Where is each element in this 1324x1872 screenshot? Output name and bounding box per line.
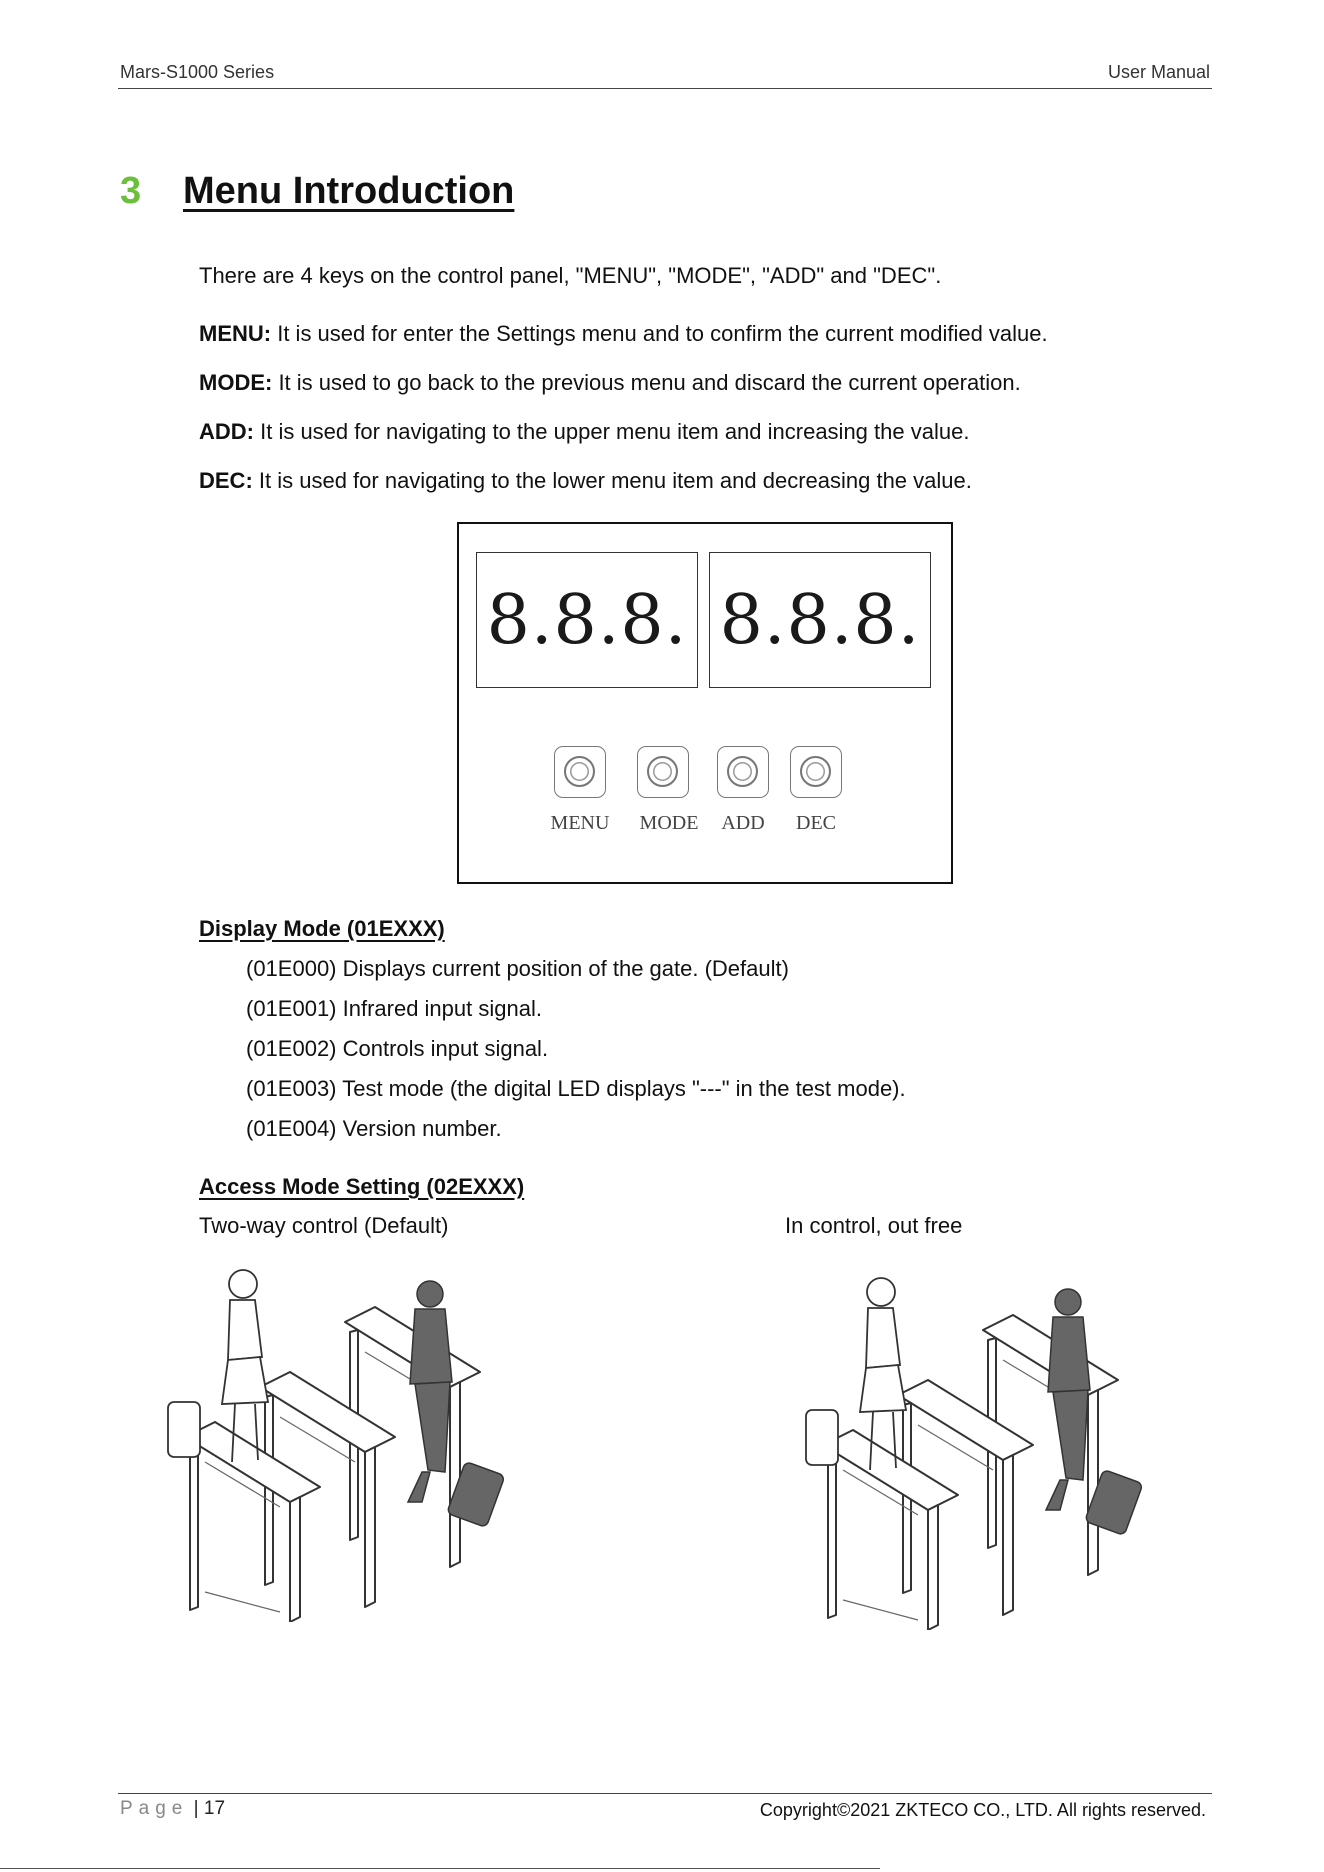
intro-text: There are 4 keys on the control panel, "…: [199, 263, 942, 288]
page-number: | 17: [193, 1798, 226, 1819]
key-name: ADD:: [199, 419, 254, 444]
page-bottom-rule: [0, 1868, 880, 1869]
header-rule: [118, 88, 1212, 89]
menu-key-icon: [554, 746, 606, 798]
mode-key-label: MODE: [639, 812, 699, 834]
key-desc: It is used for navigating to the lower m…: [252, 468, 972, 493]
key-desc-dec: DEC: It is used for navigating to the lo…: [199, 467, 972, 495]
menu-key-label: MENU: [550, 812, 610, 834]
key-name: MENU:: [199, 321, 272, 346]
led-display-right: 8.8.8.: [709, 552, 931, 688]
access-mode-heading: Access Mode Setting (02EXXX): [199, 1174, 525, 1199]
key-desc: It is used for enter the Settings menu a…: [271, 321, 1048, 346]
in-control-caption: In control, out free: [785, 1213, 963, 1238]
two-way-caption: Two-way control (Default): [199, 1213, 449, 1238]
key-name: MODE:: [199, 370, 273, 395]
dec-key-icon: [790, 746, 842, 798]
footer-rule: [118, 1793, 1212, 1794]
in-control-out-free-gate-illustration: [805, 1277, 1143, 1630]
add-key-label: ADD: [721, 812, 765, 834]
page-label: Page: [120, 1798, 189, 1819]
key-desc-mode: MODE: It is used to go back to the previ…: [199, 369, 1021, 397]
key-desc-add: ADD: It is used for navigating to the up…: [199, 418, 969, 446]
header-doc-type: User Manual: [1107, 62, 1210, 82]
section-title: Menu Introduction: [183, 170, 515, 212]
page-indicator: Page | 17: [120, 1798, 225, 1820]
display-mode-item: (01E002) Controls input signal.: [246, 1036, 549, 1061]
dec-key-label: DEC: [796, 812, 836, 834]
control-panel-illustration: 8.8.8. 8.8.8. MENU MODE ADD DEC: [457, 522, 953, 884]
copyright: Copyright©2021 ZKTECO CO., LTD. All righ…: [759, 1800, 1206, 1820]
section-number: 3: [120, 170, 142, 212]
key-desc-menu: MENU: It is used for enter the Settings …: [199, 320, 1048, 348]
key-desc: It is used to go back to the previous me…: [272, 370, 1021, 395]
two-way-gate-illustration: [167, 1269, 505, 1622]
display-mode-item: (01E000) Displays current position of th…: [246, 956, 789, 981]
led-display-left: 8.8.8.: [476, 552, 698, 688]
key-name: DEC:: [199, 468, 253, 493]
display-mode-item: (01E001) Infrared input signal.: [246, 996, 542, 1021]
header-series: Mars-S1000 Series: [120, 62, 275, 82]
display-mode-item: (01E003) Test mode (the digital LED disp…: [246, 1076, 906, 1101]
display-mode-heading: Display Mode (01EXXX): [199, 916, 445, 941]
key-desc: It is used for navigating to the upper m…: [254, 419, 970, 444]
mode-key-icon: [637, 746, 689, 798]
add-key-icon: [717, 746, 769, 798]
display-mode-item: (01E004) Version number.: [246, 1116, 502, 1141]
